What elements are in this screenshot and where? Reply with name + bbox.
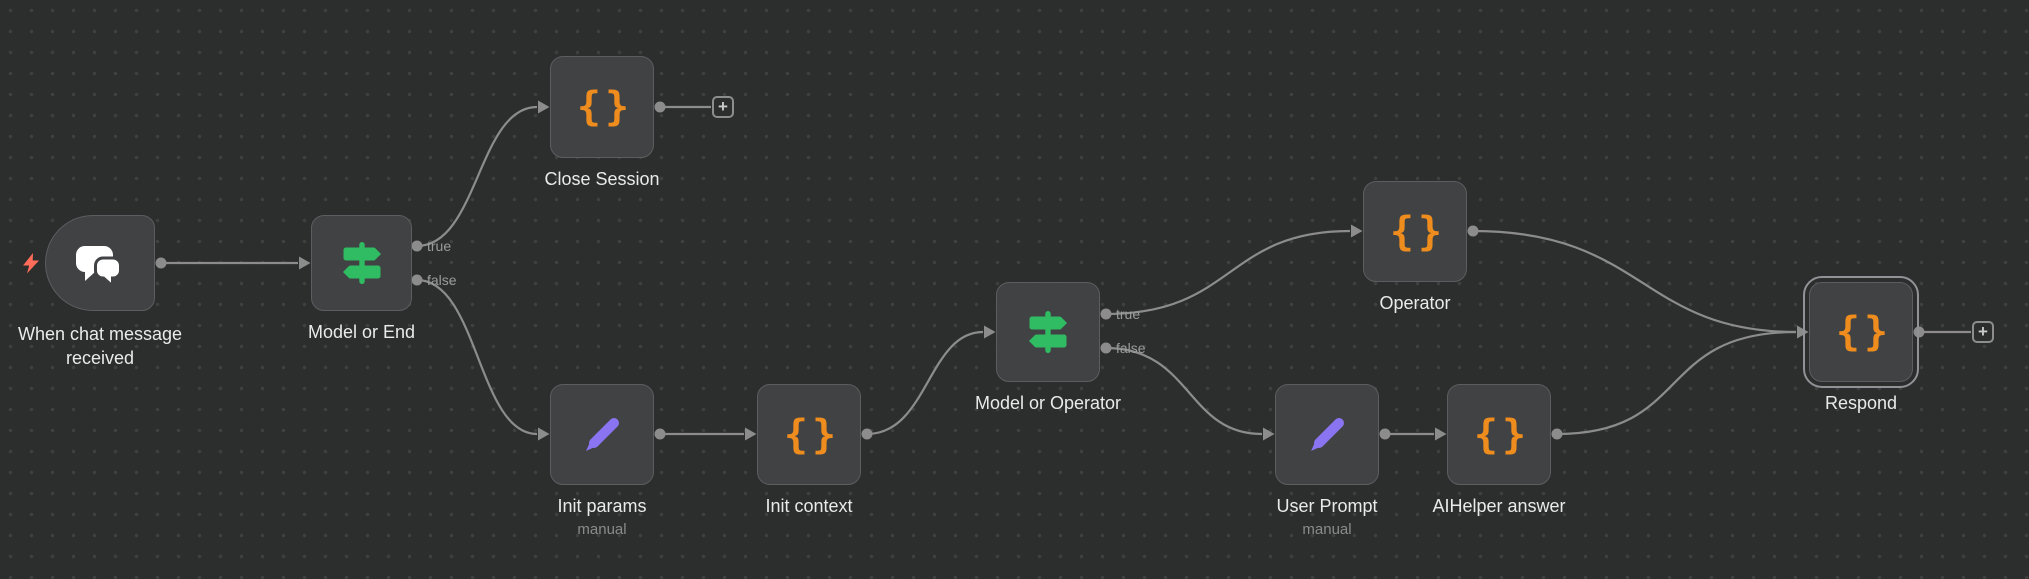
- workflow-node-model-or-end: Model or End: [308, 215, 415, 342]
- output-port[interactable]: [155, 257, 167, 269]
- input-port-arrow: [299, 256, 311, 270]
- workflow-node-operator: {} Operator: [1363, 181, 1467, 313]
- input-port-arrow: [1797, 325, 1809, 339]
- workflow-node-respond: {} Respond: [1803, 276, 1919, 413]
- node-init-context[interactable]: {}: [757, 384, 861, 485]
- add-node-button[interactable]: +: [712, 96, 734, 118]
- output-label-false: false: [1116, 340, 1146, 356]
- node-init-params[interactable]: [550, 384, 654, 485]
- node-model-or-end[interactable]: [311, 215, 412, 311]
- pencil-icon: [1304, 412, 1350, 458]
- add-node-button[interactable]: +: [1972, 321, 1994, 343]
- code-icon: {}: [783, 411, 841, 458]
- node-when-chat-message-received[interactable]: [45, 215, 155, 311]
- output-label-true: true: [427, 238, 452, 254]
- node-operator[interactable]: {}: [1363, 181, 1467, 282]
- node-model-or-operator[interactable]: [996, 282, 1100, 382]
- node-user-prompt[interactable]: [1275, 384, 1379, 485]
- node-label: When chat message received: [17, 324, 183, 369]
- output-port[interactable]: [1379, 428, 1391, 440]
- lightning-bolt-icon: [22, 252, 40, 280]
- input-port-arrow: [745, 427, 757, 441]
- workflow-node-init-context: {} Init context: [757, 384, 861, 516]
- node-subtitle: manual: [577, 521, 627, 538]
- output-port[interactable]: [1551, 428, 1563, 440]
- output-port-true[interactable]: [411, 240, 423, 252]
- node-label: Init context: [765, 496, 853, 516]
- output-port[interactable]: [1913, 326, 1925, 338]
- output-port-false[interactable]: [1100, 342, 1112, 354]
- connection-operator-to-respond: [1472, 229, 1797, 334]
- signpost-icon: [338, 239, 386, 287]
- input-port-arrow: [984, 325, 996, 339]
- node-label: Model or Operator: [974, 393, 1122, 413]
- connection-model-or-operator-true-to-operator: [1105, 229, 1351, 316]
- output-port-true[interactable]: [1100, 308, 1112, 320]
- output-port[interactable]: [654, 428, 666, 440]
- node-aihelper-answer[interactable]: {}: [1447, 384, 1551, 485]
- connection-aihelper-answer-to-respond: [1556, 330, 1797, 436]
- input-port-arrow: [538, 427, 550, 441]
- signpost-icon: [1024, 308, 1072, 356]
- workflow-node-model-or-operator: Model or Operator: [975, 282, 1121, 413]
- input-port-arrow: [1435, 427, 1447, 441]
- output-label-true: true: [1116, 306, 1141, 322]
- node-label: Operator: [1379, 293, 1451, 313]
- code-icon: {}: [1473, 411, 1531, 458]
- workflow-node-init-params: Init params manual: [550, 384, 654, 538]
- connection-model-or-end-true-to-close-session: [416, 105, 538, 248]
- node-close-session[interactable]: {}: [550, 56, 654, 158]
- output-port[interactable]: [654, 101, 666, 113]
- workflow-node-aihelper-answer: {} AIHelper answer: [1432, 384, 1566, 516]
- output-port[interactable]: [1467, 225, 1479, 237]
- code-icon: {}: [1835, 309, 1893, 355]
- code-icon: {}: [1389, 208, 1447, 255]
- node-label: Respond: [1824, 393, 1898, 413]
- workflow-node-when-chat-message-received: When chat message received: [18, 215, 182, 368]
- output-port-false[interactable]: [411, 274, 423, 286]
- node-label: Model or End: [307, 322, 416, 342]
- workflow-node-user-prompt: User Prompt manual: [1275, 384, 1379, 538]
- pencil-icon: [579, 412, 625, 458]
- chat-icon: [73, 236, 127, 290]
- connection-model-or-end-false-to-init-params: [416, 278, 538, 436]
- node-respond[interactable]: {}: [1803, 276, 1919, 388]
- input-port-arrow: [1351, 224, 1363, 238]
- output-port[interactable]: [861, 428, 873, 440]
- output-label-false: false: [427, 272, 457, 288]
- connection-init-context-to-model-or-operator: [866, 330, 984, 436]
- workflow-node-close-session: {} Close Session: [544, 56, 660, 189]
- node-label: User Prompt: [1276, 496, 1378, 516]
- node-subtitle: manual: [1302, 521, 1352, 538]
- input-port-arrow: [538, 100, 550, 114]
- node-label: Close Session: [544, 169, 660, 189]
- code-icon: {}: [576, 84, 634, 130]
- node-label: Init params: [557, 496, 647, 516]
- connection-model-or-operator-false-to-user-prompt: [1105, 346, 1263, 436]
- input-port-arrow: [1263, 427, 1275, 441]
- node-label: AIHelper answer: [1432, 496, 1566, 516]
